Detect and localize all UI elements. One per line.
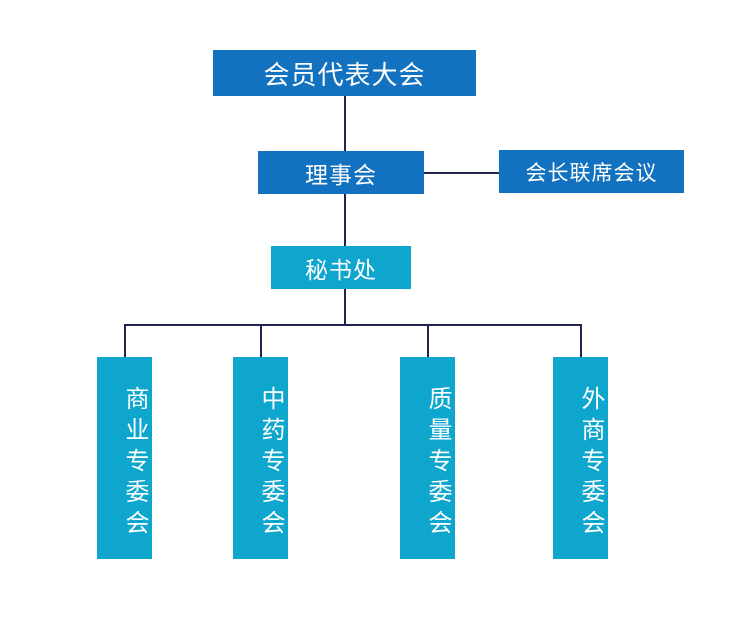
node-committee-chinese-medicine[interactable]: 中药专委会 [233, 357, 288, 559]
node-committee-quality[interactable]: 质量专委会 [400, 357, 455, 559]
node-committee-foreign-trade[interactable]: 外商专委会 [553, 357, 608, 559]
node-assembly[interactable]: 会员代表大会 [213, 50, 476, 96]
connector-secretariat-to-committee-bus [344, 289, 346, 325]
connector-drop-committee-2 [427, 324, 429, 357]
connector-assembly-to-council [344, 96, 346, 151]
connector-council-to-secretariat [344, 194, 346, 246]
connector-drop-committee-3 [580, 324, 582, 357]
connector-drop-committee-0 [124, 324, 126, 357]
connector-council-to-presidents-meeting [424, 172, 499, 174]
connector-committee-distribution-bar [124, 324, 581, 326]
node-council[interactable]: 理事会 [258, 151, 424, 194]
node-presidents-meeting-label: 会长联席会议 [525, 161, 658, 185]
connector-drop-committee-1 [260, 324, 262, 357]
node-secretariat-label: 秘书处 [305, 256, 377, 283]
node-council-label: 理事会 [305, 161, 377, 188]
node-presidents-meeting[interactable]: 会长联席会议 [499, 150, 684, 193]
node-committee-commercial[interactable]: 商业专委会 [97, 357, 152, 559]
node-secretariat[interactable]: 秘书处 [271, 246, 411, 289]
node-assembly-label: 会员代表大会 [263, 59, 426, 90]
